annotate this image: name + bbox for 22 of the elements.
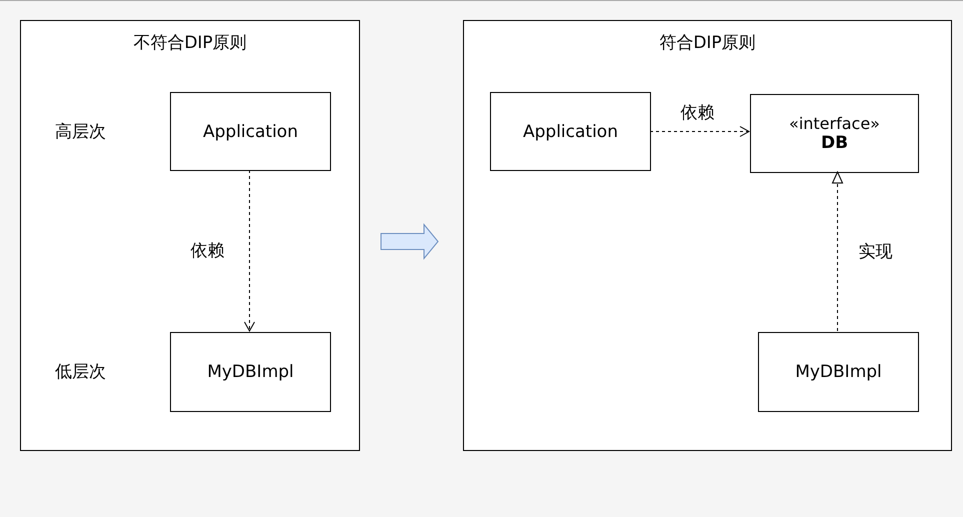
class-box (170, 332, 331, 412)
class-name: MyDBImpl (795, 362, 882, 382)
layer-label: 低层次 (55, 361, 106, 383)
class-name: Application (203, 122, 298, 142)
panel (20, 20, 360, 451)
panel-title: 不符合DIP原则 (133, 32, 247, 54)
layer-label: 高层次 (55, 121, 106, 143)
class-box (490, 92, 651, 171)
class-name: MyDBImpl (207, 362, 294, 382)
dependency-arrow (650, 126, 750, 137)
edge-label: 实现 (858, 240, 892, 262)
interface-name: DB (820, 133, 848, 153)
class-box (758, 332, 919, 412)
stereotype-label: «interface» (789, 114, 880, 133)
class-box (170, 92, 331, 171)
panel (463, 20, 952, 451)
block-arrow (380, 223, 439, 260)
dependency-arrow (244, 170, 255, 332)
interface-box (750, 94, 919, 173)
class-name: Application (523, 122, 618, 142)
realization-arrow (832, 172, 843, 332)
panel-title: 符合DIP原则 (659, 32, 756, 54)
